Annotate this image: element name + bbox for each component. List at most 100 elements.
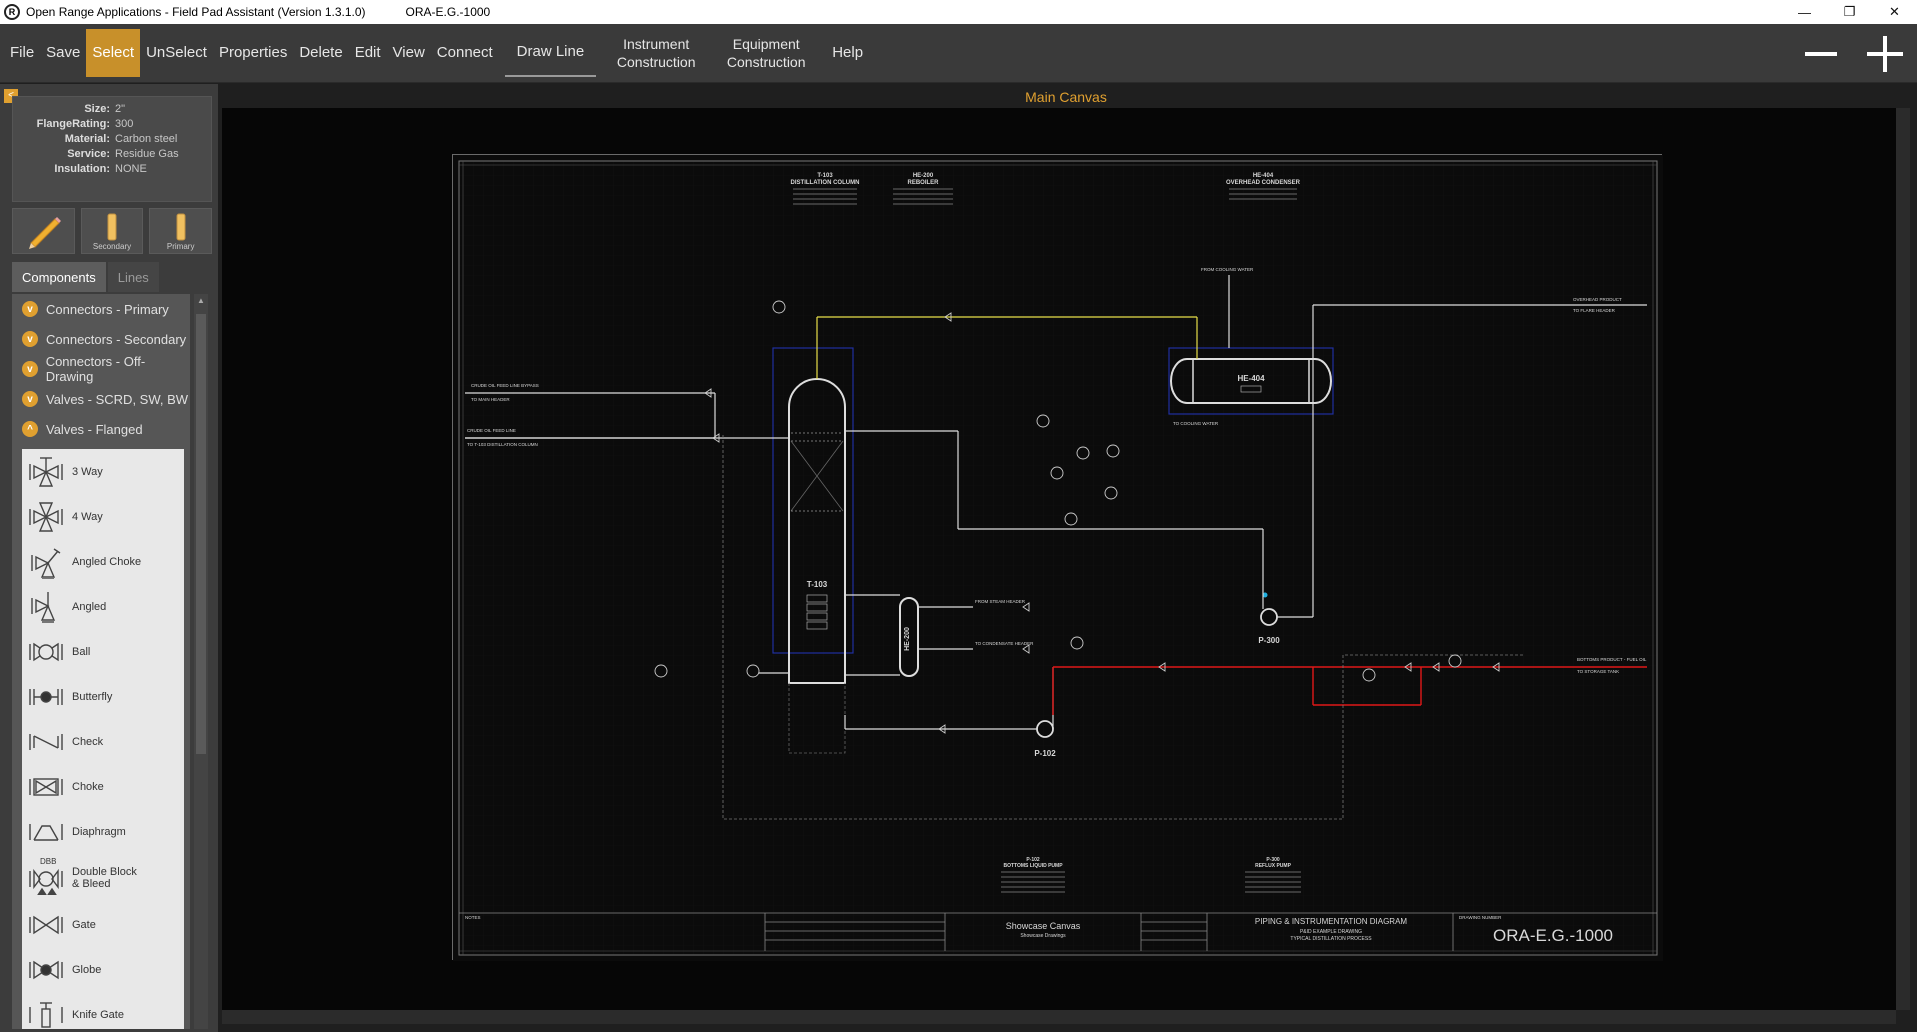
canvas-vertical-scrollbar[interactable] (1896, 108, 1910, 1010)
valve-diaphragm[interactable]: Diaphragm (22, 809, 184, 854)
valve-choke[interactable]: Choke (22, 764, 184, 809)
double-block-bleed-valve-icon (29, 868, 63, 895)
overhead-product-label: OVERHEAD PRODUCT (1573, 297, 1622, 302)
menu-draw-line[interactable]: Draw Line (504, 29, 597, 77)
app-logo-icon: R (4, 4, 20, 20)
secondary-line-button[interactable]: Secondary (80, 208, 144, 254)
pump1-footer-title: BOTTOMS LIQUID PUMP (1003, 863, 1063, 869)
minus-icon (1805, 51, 1837, 56)
prop-size-value: 2" (115, 103, 126, 115)
selected-properties-panel: Size: 2" FlangeRating: 300 Material: Car… (12, 96, 212, 202)
column-tag-box (806, 594, 828, 630)
zoom-in-button[interactable] (1853, 24, 1917, 83)
valve-label: Diaphragm (72, 825, 126, 838)
menu-save[interactable]: Save (46, 44, 81, 61)
pencil-tool-button[interactable] (12, 208, 75, 254)
prop-material-label: Material: (64, 133, 110, 145)
zoom-out-button[interactable] (1789, 24, 1853, 83)
condenser-tag: HE-404 (1237, 374, 1265, 383)
butterfly-valve-icon (29, 688, 63, 705)
menu-edit[interactable]: Edit (354, 44, 381, 61)
pid-drawing-sheet[interactable]: T-103 DISTILLATION COLUMN HE-200 REBOILE… (452, 154, 1663, 961)
pump2-footer-title: REFLUX PUMP (1255, 863, 1292, 869)
menu-file[interactable]: File (10, 44, 35, 61)
valve-4-way[interactable]: 4 Way (22, 494, 184, 539)
primary-label: Primary (166, 242, 195, 251)
group-label: Connectors - Off-Drawing (45, 354, 146, 384)
column-spec-lines (793, 188, 857, 205)
pump2-footer-tag: P-300 (1266, 857, 1280, 863)
reflux-line-yellow (816, 316, 1198, 379)
choke-valve-icon (29, 777, 63, 796)
titleblock-line3: TYPICAL DISTILLATION PROCESS (1290, 936, 1372, 942)
valve-3-way[interactable]: 3 Way (22, 449, 184, 494)
condenser-selection-box (1168, 347, 1334, 415)
close-button[interactable]: ✕ (1889, 4, 1900, 19)
globe-valve-icon (29, 960, 63, 979)
diaphragm-valve-icon (29, 823, 63, 841)
menu-instrument-construction[interactable]: Instrument Construction (616, 36, 696, 70)
scroll-thumb[interactable] (196, 314, 206, 754)
menu-unselect[interactable]: UnSelect (146, 44, 207, 61)
crude-feed-label: CRUDE OIL FEED LINE (467, 428, 516, 433)
prop-service-value: Residue Gas (115, 148, 179, 160)
titleblock-company: Showcase Canvas (1006, 921, 1081, 931)
valve-knife-gate[interactable]: Knife Gate (22, 992, 184, 1029)
tab-components[interactable]: Components (12, 262, 106, 292)
menu-view[interactable]: View (392, 44, 425, 61)
prop-flange-value: 300 (115, 118, 134, 130)
from-steam-label: FROM STEAM HEADER (975, 599, 1026, 604)
condenser-header-title: OVERHEAD CONDENSER (1226, 180, 1301, 186)
primary-line-button[interactable]: Primary (149, 208, 213, 254)
condenser-header-tag: HE-404 (1253, 173, 1274, 179)
process-lines-white (465, 275, 1647, 730)
chevron-down-icon: v (22, 361, 38, 377)
to-cooling-label: TO COOLING WATER (1173, 421, 1219, 426)
valve-angled[interactable]: Angled (22, 584, 184, 629)
to-main-header-label: TO MAIN HEADER (471, 397, 510, 402)
tab-lines[interactable]: Lines (107, 262, 159, 292)
menu-connect[interactable]: Connect (436, 44, 493, 61)
menu-equipment-construction[interactable]: Equipment Construction (726, 36, 806, 70)
canvas-horizontal-scrollbar[interactable] (222, 1010, 1896, 1024)
border-ticks (459, 161, 1657, 955)
valve-gate[interactable]: Gate (22, 902, 184, 947)
distillation-column-vessel[interactable] (788, 378, 846, 684)
valve-globe[interactable]: Globe (22, 947, 184, 992)
minimize-button[interactable]: — (1798, 4, 1811, 20)
reboiler-vessel[interactable] (899, 597, 919, 677)
group-connectors-off-drawing[interactable]: v Connectors - Off-Drawing (12, 354, 190, 384)
chevron-down-icon: v (22, 301, 38, 317)
valve-label: Gate (72, 918, 96, 931)
prop-service-label: Service: (67, 148, 110, 160)
menu-delete[interactable]: Delete (299, 44, 343, 61)
condenser-vessel[interactable] (1170, 358, 1332, 404)
menu-help[interactable]: Help (832, 44, 864, 61)
to-column-label: TO T-103 DISTILLATION COLUMN (467, 442, 538, 447)
valve-angled-choke[interactable]: Angled Choke (22, 539, 184, 584)
valve-butterfly[interactable]: Butterfly (22, 674, 184, 719)
valve-label: Angled (72, 600, 107, 613)
pump1-tag: P-102 (1034, 749, 1056, 758)
prop-flange: FlangeRating: 300 (17, 118, 207, 133)
from-cooling-label: FROM COOLING WATER (1201, 267, 1254, 272)
library-tabs: Components Lines (12, 262, 212, 292)
maximize-button[interactable]: ❐ (1843, 4, 1856, 19)
valve-ball[interactable]: Ball (22, 629, 184, 674)
valve-check[interactable]: Check (22, 719, 184, 764)
menu-properties[interactable]: Properties (218, 44, 288, 61)
canvas-title: Main Canvas (1025, 89, 1107, 105)
group-valves-flanged[interactable]: ^Valves - Flanged (12, 414, 190, 444)
window-controls: — ❐ ✕ (1782, 0, 1917, 24)
pump2-tag: P-300 (1258, 636, 1280, 645)
window-title: Open Range Applications - Field Pad Assi… (26, 5, 366, 19)
menu-select[interactable]: Select (86, 29, 141, 77)
reboiler-tag: HE-200 (904, 627, 911, 651)
scroll-up-icon[interactable]: ▲ (197, 296, 205, 305)
valve-double-block-bleed[interactable]: DBB Double Block & Bleed (22, 854, 184, 902)
left-panel: < Size: 2" FlangeRating: 300 Material: C… (0, 84, 218, 1032)
component-list-scrollbar[interactable]: ▲ (194, 294, 208, 1029)
